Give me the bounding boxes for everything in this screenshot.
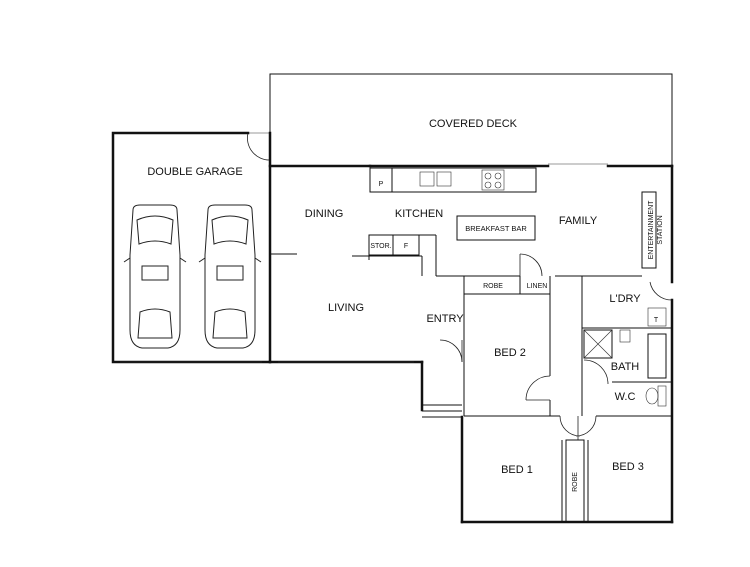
car-left	[123, 204, 187, 349]
fridge-label: F	[404, 243, 408, 250]
store-label: STOR.	[370, 243, 391, 250]
dining-label: DINING	[305, 208, 344, 220]
pantry-label: P	[379, 181, 384, 188]
linen-label: LINEN	[527, 283, 548, 290]
bedroom-robes	[561, 439, 589, 523]
robe-bed2-label: ROBE	[483, 283, 503, 290]
double-garage	[111, 131, 272, 364]
dining-living-divider	[270, 253, 423, 276]
robe-bed13-label: ROBE	[572, 472, 579, 492]
entertainment-label-line2: STATION	[657, 215, 664, 244]
bed3-label: BED 3	[612, 461, 644, 473]
wet-areas	[581, 276, 673, 416]
wc-label: W.C	[615, 391, 636, 403]
corridor-walls	[436, 253, 672, 440]
laundry-label: L'DRY	[609, 293, 641, 305]
entry-label: ENTRY	[426, 313, 464, 325]
breakfast-bar-label: BREAKFAST BAR	[465, 224, 527, 233]
entertainment-unit	[641, 191, 657, 269]
car-right	[198, 204, 262, 349]
living-label: LIVING	[328, 302, 364, 314]
bed1-label: BED 1	[501, 464, 533, 476]
covered-deck	[247, 73, 673, 166]
kitchen-fittings	[368, 167, 537, 276]
bed2-label: BED 2	[494, 347, 526, 359]
entertainment-label-line1: ENTERTAINMENT	[648, 200, 655, 260]
covered-deck-label: COVERED DECK	[429, 118, 518, 130]
family-label: FAMILY	[559, 215, 598, 227]
kitchen-label: KITCHEN	[395, 208, 443, 220]
double-garage-label: DOUBLE GARAGE	[147, 166, 242, 178]
t-label: T	[654, 317, 659, 324]
main-walls	[268, 164, 674, 524]
bath-label: BATH	[611, 361, 640, 373]
